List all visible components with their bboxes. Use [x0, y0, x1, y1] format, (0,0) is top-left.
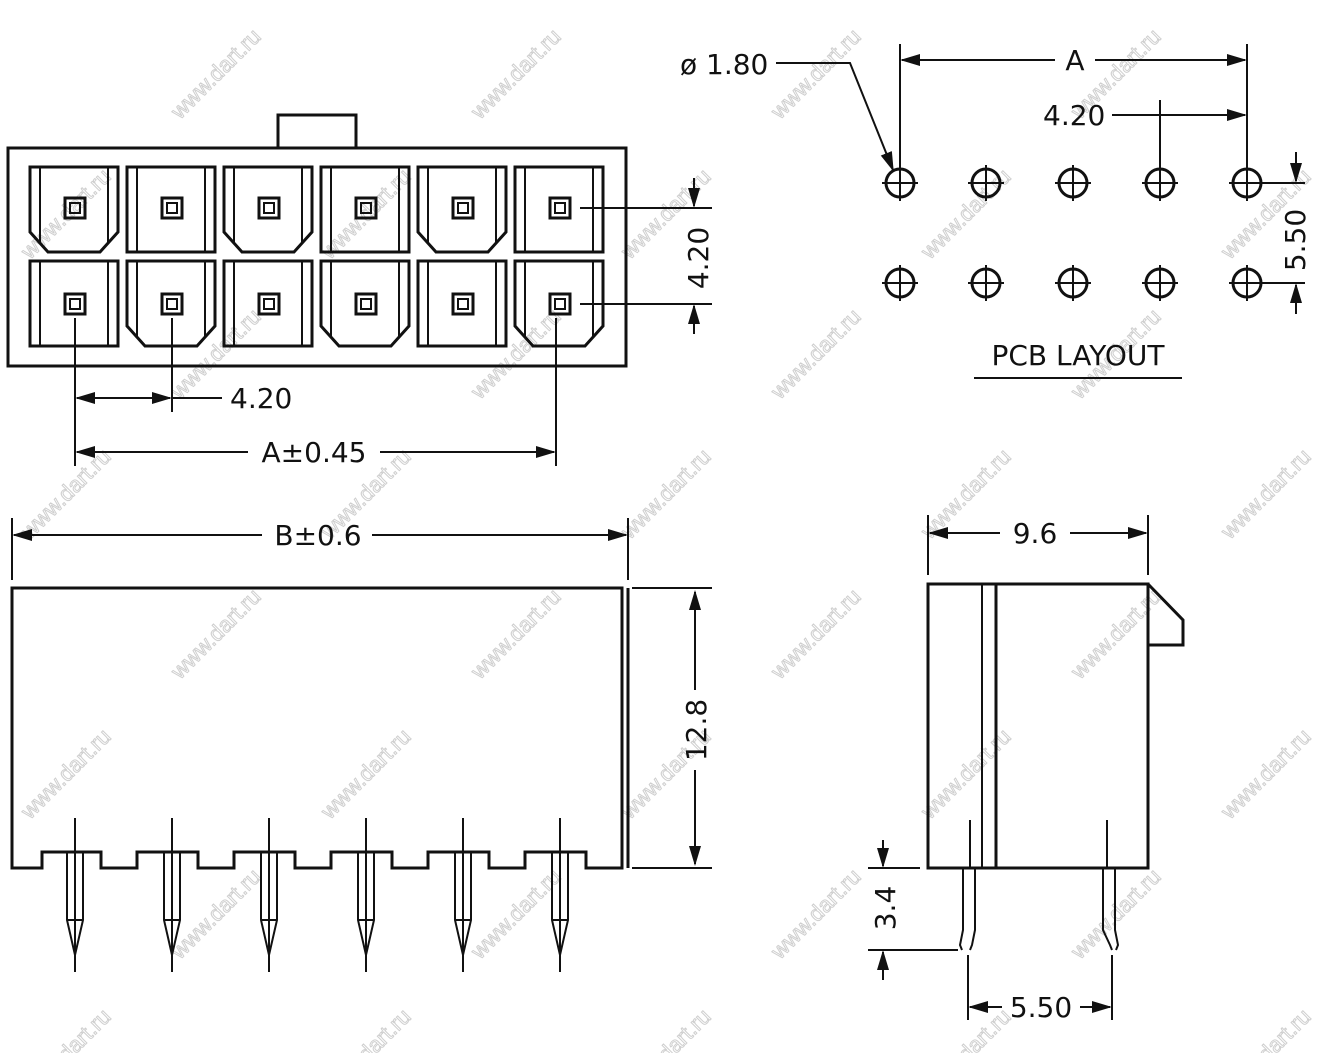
watermark-text: www.dart.ru	[465, 584, 566, 685]
watermark-text: www.dart.ru	[165, 584, 266, 685]
dim-width: 9.6	[1013, 517, 1058, 550]
terminal-cavity	[513, 165, 605, 254]
pcb-hole	[882, 165, 918, 201]
terminal-cavity	[416, 259, 508, 348]
pin-square	[548, 292, 572, 316]
pin-square	[160, 196, 184, 220]
terminal-cavity	[28, 259, 120, 348]
watermark-text: www.dart.ru	[915, 444, 1016, 545]
end-view: 9.6 3.4 5.50	[868, 515, 1185, 1024]
terminal-cavity	[222, 259, 314, 348]
watermark-text: www.dart.ru	[915, 1004, 1016, 1053]
watermark-text: www.dart.ru	[765, 864, 866, 965]
latch-ramp	[1146, 582, 1185, 647]
side-pin	[357, 818, 375, 972]
watermark-text: www.dart.ru	[1215, 1004, 1316, 1053]
pin-square	[257, 292, 281, 316]
front-view: 4.20 4.20 A±0.45	[6, 113, 715, 469]
pcb-layout: A 4.20 ø 1.80 5.50 PCB LAYOUT	[680, 44, 1312, 379]
pin-square	[451, 196, 475, 220]
pcb-layout-title: PCB LAYOUT	[992, 339, 1166, 372]
terminal-cavity	[513, 259, 605, 348]
pcb-hole	[968, 165, 1004, 201]
side-pin	[454, 818, 472, 972]
latch-tab	[276, 113, 358, 150]
watermark-layer: www.dart.ru www.dart.ru www.dart.ru www.dar…	[15, 23, 1317, 1053]
pcb-hole	[882, 265, 918, 301]
terminal-cavity	[125, 259, 217, 348]
watermark-text: www.dart.ru	[465, 864, 566, 965]
side-view: B±0.6 12.8	[10, 518, 713, 972]
dim-pcb-pitch: 4.20	[1043, 99, 1105, 132]
watermark-text: www.dart.ru	[765, 24, 866, 125]
pcb-hole	[1142, 165, 1178, 201]
watermark-text: www.dart.ru	[1065, 584, 1166, 685]
pin-square	[354, 196, 378, 220]
pcb-hole	[1055, 265, 1091, 301]
end-housing-outline	[926, 582, 1150, 870]
side-pin	[66, 818, 84, 972]
side-housing-outline	[10, 586, 624, 870]
dim-col-pitch: 4.20	[230, 382, 292, 415]
side-pin	[260, 818, 278, 972]
pin-square	[257, 196, 281, 220]
terminal-cavity	[125, 165, 217, 254]
dim-length-b: B±0.6	[274, 519, 361, 552]
terminal-cavity	[319, 259, 411, 348]
pcb-hole	[1229, 265, 1265, 301]
watermark-text: www.dart.ru	[765, 584, 866, 685]
pin-square	[63, 292, 87, 316]
watermark-text: www.dart.ru	[15, 1004, 116, 1053]
terminal-cavity	[222, 165, 314, 254]
terminal-cavity	[416, 165, 508, 254]
terminal-cavity	[319, 165, 411, 254]
watermark-text: www.dart.ru	[615, 1004, 716, 1053]
side-pin	[551, 818, 569, 972]
pcb-hole	[1142, 265, 1178, 301]
watermark-text: www.dart.ru	[915, 724, 1016, 825]
pcb-hole-grid	[882, 165, 1265, 301]
dim-row-pitch: 4.20	[682, 227, 715, 289]
pin-square	[354, 292, 378, 316]
watermark-text: www.dart.ru	[15, 724, 116, 825]
watermark-text: www.dart.ru	[615, 444, 716, 545]
pcb-hole	[1229, 165, 1265, 201]
dim-pin-length: 3.4	[869, 886, 902, 931]
watermark-text: www.dart.ru	[165, 24, 266, 125]
watermark-text: www.dart.ru	[15, 444, 116, 545]
cavity-grid	[28, 165, 605, 348]
watermark-text: www.dart.ru	[765, 304, 866, 405]
pin-square	[451, 292, 475, 316]
dim-span-a: A±0.45	[262, 436, 367, 469]
side-pins	[66, 818, 569, 972]
pin-square	[548, 196, 572, 220]
dim-pin-spacing: 5.50	[1010, 991, 1072, 1024]
watermark-text: www.dart.ru	[465, 24, 566, 125]
housing-outline	[6, 146, 628, 368]
side-pin	[163, 818, 181, 972]
dim-height: 12.8	[680, 699, 713, 761]
watermark-text: www.dart.ru	[315, 724, 416, 825]
pcb-hole	[1055, 165, 1091, 201]
terminal-cavity	[28, 165, 120, 254]
watermark-text: www.dart.ru	[315, 1004, 416, 1053]
pcb-hole	[968, 265, 1004, 301]
end-pin-left	[958, 820, 976, 975]
dim-hole-diameter: ø 1.80	[680, 48, 768, 81]
dim-pcb-span: A	[1065, 44, 1084, 77]
pin-square	[160, 292, 184, 316]
watermark-text: www.dart.ru	[1215, 724, 1316, 825]
watermark-text: www.dart.ru	[1215, 444, 1316, 545]
dim-pcb-row-pitch: 5.50	[1279, 209, 1312, 271]
pin-square	[63, 196, 87, 220]
end-pin-right	[1102, 820, 1120, 1020]
